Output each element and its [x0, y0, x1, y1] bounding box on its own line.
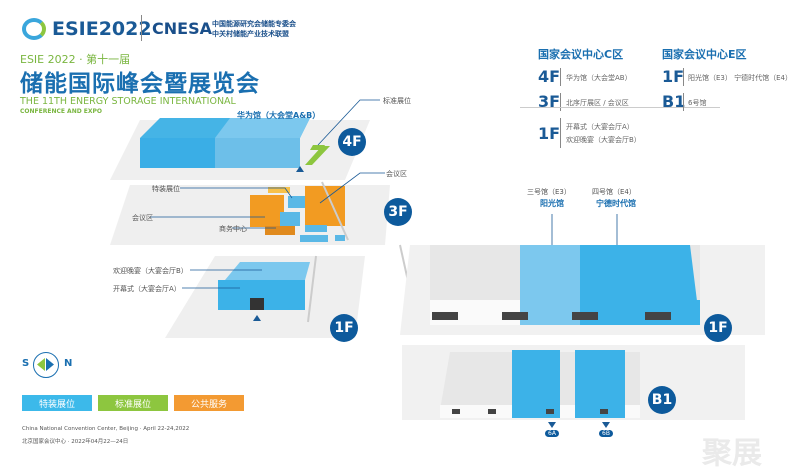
floor-4f-badge[interactable]: 4F [338, 128, 366, 156]
e3-name: 阳光馆 [540, 199, 564, 208]
entrance-arrow-icon [296, 166, 304, 172]
c-1f-item-2: 欢迎晚宴（大宴会厅B） [566, 136, 641, 144]
e-floor-b1: B1 [662, 92, 686, 111]
c-floor-1f: 1F [538, 124, 561, 143]
meeting-left-block [250, 195, 284, 227]
banquet-label: 欢迎晚宴（大宴会厅B） [113, 267, 188, 275]
divider [683, 68, 684, 86]
legend-public-service: 公共服务 [174, 395, 244, 411]
esie-logo-icon [22, 18, 46, 40]
c-4f-item: 华为馆（大会堂AB） [566, 74, 632, 82]
divider [560, 118, 561, 148]
partner-line1: 中国能源研究会储能专委会 [212, 20, 296, 28]
e-1f-item: 阳光馆（E3） 宁德时代馆（E4） [688, 74, 792, 82]
compass-n: N [64, 358, 73, 369]
partner-line2: 中关村储能产业技术联盟 [212, 30, 289, 38]
huawei-hall-top-right [215, 118, 310, 138]
c-zone-title: 国家会议中心C区 [538, 48, 624, 61]
e-zone-title: 国家会议中心E区 [662, 48, 747, 61]
business-center-label: 商务中心 [219, 225, 247, 233]
huawei-hall-front-right [215, 138, 300, 168]
header-divider [141, 15, 142, 41]
divider [560, 93, 561, 111]
gate-6a-arrow-icon [548, 422, 556, 428]
c-1f-item-1: 开幕式（大宴会厅A） [566, 123, 634, 131]
opening-label: 开幕式（大宴会厅A） [113, 285, 181, 293]
floor-3f-badge[interactable]: 3F [384, 198, 412, 226]
std-booths [305, 146, 330, 165]
business-center-block [265, 226, 295, 235]
divider [560, 68, 561, 86]
footer-cn: 北京国家会议中心 · 2022年04月22—24日 [22, 439, 129, 445]
cnesa-logo: CNESA [152, 19, 212, 38]
c-floor-4f: 4F [538, 67, 561, 86]
legend-special-booth: 特装展位 [22, 395, 92, 411]
special-booth-label: 特装展位 [152, 185, 180, 193]
e3-number: 三号馆（E3） [527, 188, 571, 196]
title-en-2: CONFERENCE AND EXPO [20, 108, 103, 115]
gate-6b-arrow-icon [602, 422, 610, 428]
directory-rule [520, 107, 720, 108]
e4-number: 四号馆（E4） [592, 188, 636, 196]
brand-name: ESIE2022 [52, 18, 152, 40]
title-en-1: THE 11TH ENERGY STORAGE INTERNATIONAL [20, 96, 236, 107]
c-floor-3f: 3F [538, 92, 561, 111]
divider [683, 93, 684, 111]
e-b1-item: 6号馆 [688, 99, 707, 107]
gate-6a-label: 6A [545, 430, 559, 437]
compass-icon [33, 352, 59, 378]
huawei-hall-label: 华为馆（大会堂A&B） [237, 111, 321, 120]
huawei-hall-front [140, 138, 215, 168]
compass-s: S [22, 358, 30, 369]
e4-name: 宁德时代馆 [596, 199, 636, 208]
watermark: 聚展 [702, 436, 762, 471]
std-booth-label: 标准展位 [383, 97, 411, 105]
footer-en: China National Convention Center, Beijin… [22, 426, 190, 432]
c-3f-item: 北序厅展区 / 会议区 [566, 99, 629, 107]
edition-label: ESIE 2022 · 第十一届 [20, 53, 131, 66]
entrance-arrow-icon [253, 315, 261, 321]
gate-6b-label: 6B [599, 430, 613, 437]
legend-standard-booth: 标准展位 [98, 395, 168, 411]
page-title: 储能国际峰会暨展览会 [20, 71, 260, 97]
floor-b1-badge[interactable]: B1 [648, 386, 676, 414]
floor-1f-e-badge[interactable]: 1F [704, 314, 732, 342]
meeting-right-label: 会议区 [386, 170, 407, 178]
floor-1f-c-badge[interactable]: 1F [330, 314, 358, 342]
meeting-left-label: 会议区 [132, 214, 153, 222]
e-floor-1f: 1F [662, 67, 685, 86]
